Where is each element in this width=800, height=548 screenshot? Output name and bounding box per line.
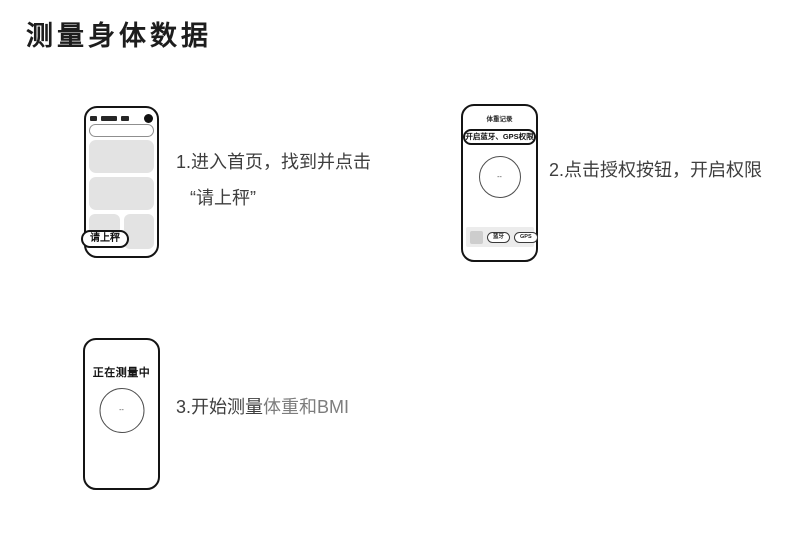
measuring-circle-value: -- — [119, 407, 124, 414]
permission-banner: 开启蓝牙、GPS权限 — [463, 129, 536, 145]
step-3-suffix: 体重和BMI — [263, 397, 350, 417]
weight-circle-value: -- — [497, 173, 502, 181]
nav-text-placeholder — [121, 116, 129, 121]
phone-mockup-home: 请上秤 — [81, 106, 159, 258]
step-3-instruction: 3.开始测量体重和BMI — [176, 395, 349, 419]
step-3-prefix: 3.开始测量 — [176, 397, 264, 417]
step-1-instruction: 1.进入首页，找到并点击 “请上秤” — [176, 150, 371, 210]
step-1-line-1: 1.进入首页，找到并点击 — [176, 152, 372, 172]
content-card-placeholder — [89, 140, 154, 173]
permission-toolbar: 蓝牙 GPS — [466, 227, 538, 247]
search-bar-placeholder — [89, 124, 154, 137]
weight-record-header: 体重记录 — [486, 116, 513, 123]
nav-text-placeholder — [101, 116, 117, 121]
bluetooth-pill: 蓝牙 — [487, 231, 511, 243]
step-2-instruction: 2.点击授权按钮，开启权限 — [549, 158, 762, 182]
page-title: 测量身体数据 — [26, 21, 212, 51]
nav-bar — [90, 114, 153, 124]
step-2-line-1: 2.点击授权按钮，开启权限 — [549, 160, 763, 180]
content-card-placeholder — [89, 177, 154, 210]
measuring-circle: -- — [99, 388, 144, 433]
nav-text-placeholder — [90, 116, 97, 121]
phone-mockup-measuring: 正在测量中 -- — [83, 338, 160, 490]
weight-circle: -- — [478, 156, 521, 198]
toolbar-icon-placeholder — [470, 230, 483, 244]
phone-mockup-permission: 体重记录 开启蓝牙、GPS权限 -- 蓝牙 GPS — [461, 104, 538, 262]
scale-button: 请上秤 — [81, 230, 129, 248]
avatar-icon — [144, 114, 153, 123]
gps-pill: GPS — [514, 231, 538, 243]
measuring-status-label: 正在测量中 — [92, 367, 151, 379]
content-card-placeholder — [124, 214, 154, 249]
step-1-line-2: “请上秤” — [190, 188, 256, 208]
